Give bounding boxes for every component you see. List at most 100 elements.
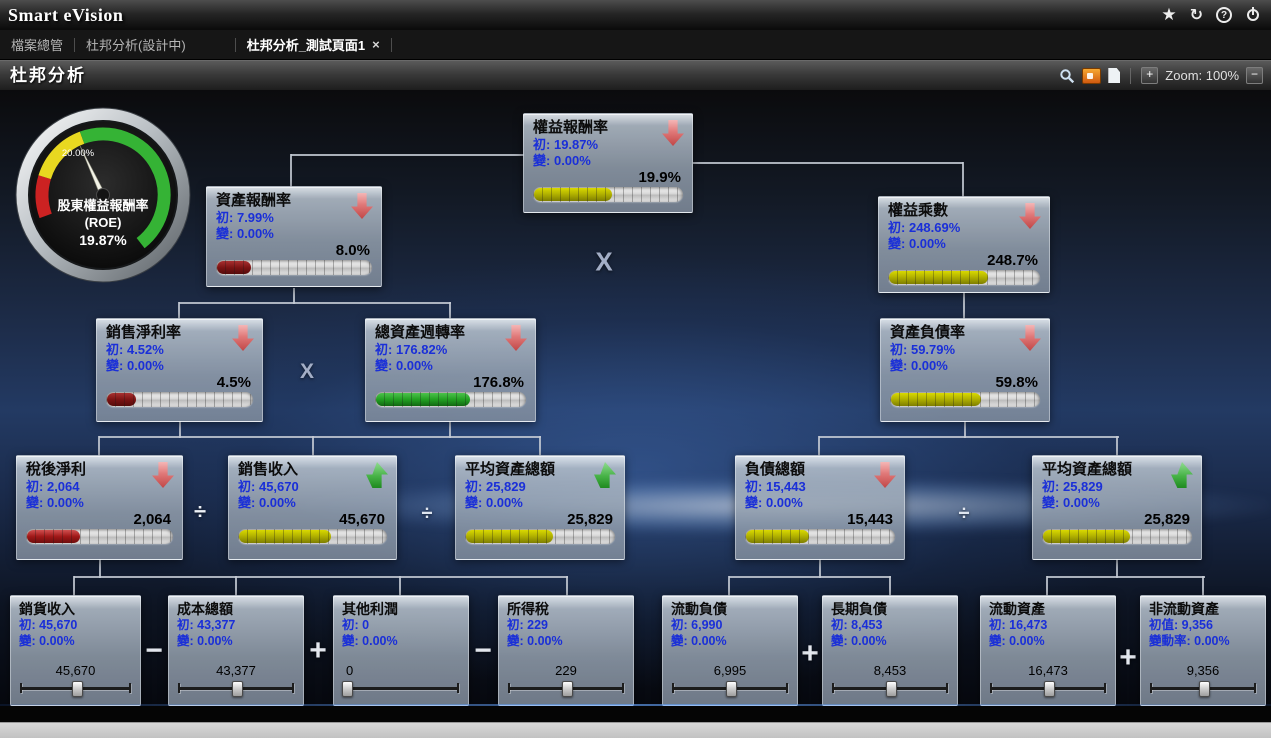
init-label: 初: (1042, 479, 1060, 494)
connector-line (178, 302, 180, 319)
node-current_liabilities[interactable]: 流動負債 初: 6,990 變: 0.00% 6,995 (662, 595, 798, 706)
node-value: 176.8% (473, 374, 524, 391)
refresh-icon[interactable] (1190, 5, 1203, 25)
divide-operator: ÷ (421, 502, 433, 525)
connector-line (235, 576, 237, 596)
presentation-icon[interactable] (1082, 67, 1102, 84)
connector-line (1047, 576, 1205, 578)
separator (234, 37, 236, 52)
connector-line (962, 162, 964, 197)
favorite-star-icon[interactable] (1161, 5, 1176, 25)
slider-groove (345, 687, 457, 690)
node-title: 流動資產 (989, 601, 1045, 617)
connector-line (964, 421, 966, 438)
connector-line (290, 154, 292, 187)
change-value: 0.00% (691, 633, 727, 648)
multiply-operator: X (595, 246, 613, 277)
connector-line (449, 302, 451, 319)
gauge-title: 股東權益報酬率 (57, 198, 148, 213)
change-label: 變: (1042, 495, 1060, 510)
slider-control (177, 680, 295, 697)
slider-thumb[interactable] (232, 681, 243, 697)
node-value: 59.8% (995, 374, 1038, 391)
tab-close-icon[interactable]: × (372, 37, 380, 52)
slider-thumb[interactable] (1199, 681, 1210, 697)
slider-thumb[interactable] (341, 681, 353, 697)
node-income_tax[interactable]: 所得稅 初: 229 變: 0.00% 229 (498, 595, 634, 706)
node-sales_income[interactable]: 銷貨收入 初: 45,670 變: 0.00% 45,670 (10, 595, 141, 706)
document-icon[interactable] (1108, 68, 1121, 83)
slider-thumb[interactable] (562, 681, 573, 697)
zoom-out-button[interactable]: − (1246, 67, 1263, 84)
node-total_cost[interactable]: 成本總額 初: 43,377 變: 0.00% 43,377 (168, 595, 304, 706)
change-label: 變: (177, 633, 194, 648)
power-icon[interactable] (1245, 7, 1261, 23)
init-value: 4.52% (126, 342, 164, 357)
search-icon[interactable] (1059, 68, 1075, 84)
slider-control (989, 680, 1107, 697)
topbar: Smart eVision (0, 0, 1271, 30)
bar-fill (466, 530, 553, 543)
connector-line (819, 436, 1119, 438)
separator (390, 37, 392, 52)
node-current_assets[interactable]: 流動資產 初: 16,473 變: 0.00% 16,473 (980, 595, 1116, 706)
slider-control (341, 680, 460, 697)
slider-control (507, 680, 625, 697)
connector-line (293, 288, 295, 304)
slider-thumb[interactable] (1044, 681, 1055, 697)
change-value: 0.00% (258, 495, 296, 510)
change-value: 0.00% (46, 495, 84, 510)
horizontal-scrollbar[interactable] (0, 722, 1271, 738)
node-title: 權益報酬率 (533, 119, 609, 136)
zoom-level-label: Zoom: 100% (1165, 68, 1239, 83)
menu-item-dupont-design[interactable]: 杜邦分析(設計中) (86, 38, 186, 53)
init-value: 45,670 (39, 618, 78, 632)
change-label: 變動率: (1149, 633, 1191, 648)
progress-bar (26, 529, 173, 544)
node-roa[interactable]: 資產報酬率 初: 7.99% 變: 0.00% 8.0% (206, 186, 382, 287)
change-label: 變: (465, 495, 483, 510)
bar-ticks (890, 392, 1040, 407)
node-sales_revenue[interactable]: 銷售收入 初: 45,670 變: 0.00% 45,670 (228, 455, 397, 560)
bar-fill (891, 393, 981, 406)
bar-ticks (216, 260, 372, 275)
roe-gauge: 20.00% 股東權益報酬率 (ROE) 19.87% (14, 106, 192, 284)
slider-value: 8,453 (873, 663, 907, 678)
node-title: 非流動資產 (1149, 601, 1219, 617)
plus-operator: + (801, 637, 819, 670)
node-other_profit[interactable]: 其他利潤 初: 0 變: 0.00% 0 (333, 595, 469, 706)
change-value: 0.00% (553, 153, 591, 168)
connector-line (99, 436, 541, 438)
node-non_current_assets[interactable]: 非流動資產 初值: 9,356 變動率: 0.00% 9,356 (1140, 595, 1266, 706)
node-asset_turnover[interactable]: 總資產週轉率 初: 176.82% 變: 0.00% 176.8% (365, 318, 536, 422)
bar-ticks (375, 392, 526, 407)
multiply-operator: X (299, 360, 315, 383)
init-label: 初: (831, 618, 848, 632)
change-label: 變: (671, 633, 688, 648)
help-icon[interactable] (1216, 7, 1232, 23)
minus-operator: − (474, 634, 492, 667)
node-total_liabilities[interactable]: 負債總額 初: 15,443 變: 0.00% 15,443 (735, 455, 905, 560)
node-equity_multiplier[interactable]: 權益乘數 初: 248.69% 變: 0.00% 248.7% (878, 196, 1050, 293)
slider-thumb[interactable] (71, 681, 83, 697)
tab-dupont-test-page[interactable]: 杜邦分析_測試頁面1 × (236, 35, 391, 54)
connector-line (566, 576, 568, 596)
progress-bar (106, 392, 253, 407)
node-title: 銷售淨利率 (106, 324, 182, 341)
slider-thumb[interactable] (726, 681, 737, 697)
node-roe[interactable]: 權益報酬率 初: 19.87% 變: 0.00% 19.9% (523, 113, 693, 213)
node-debt_ratio[interactable]: 資產負債率 初: 59.79% 變: 0.00% 59.8% (880, 318, 1050, 422)
zoom-in-button[interactable]: + (1141, 67, 1159, 84)
connector-line (963, 292, 965, 319)
node-net_profit_margin[interactable]: 銷售淨利率 初: 4.52% 變: 0.00% 4.5% (96, 318, 263, 422)
slider-thumb[interactable] (886, 681, 897, 697)
node-avg_assets_l[interactable]: 平均資產總額 初: 25,829 變: 0.00% 25,829 (455, 455, 625, 560)
bar-fill (239, 530, 332, 543)
node-avg_assets_r[interactable]: 平均資產總額 初: 25,829 變: 0.00% 25,829 (1032, 455, 1202, 560)
menu-item-file-explorer[interactable]: 檔案總管 (11, 38, 64, 53)
node-net_income[interactable]: 稅後淨利 初: 2,064 變: 0.00% 2,064 (16, 455, 183, 560)
init-label: 初: (238, 479, 256, 494)
node-long_term_liabilities[interactable]: 長期負債 初: 8,453 變: 0.00% 8,453 (822, 595, 958, 706)
